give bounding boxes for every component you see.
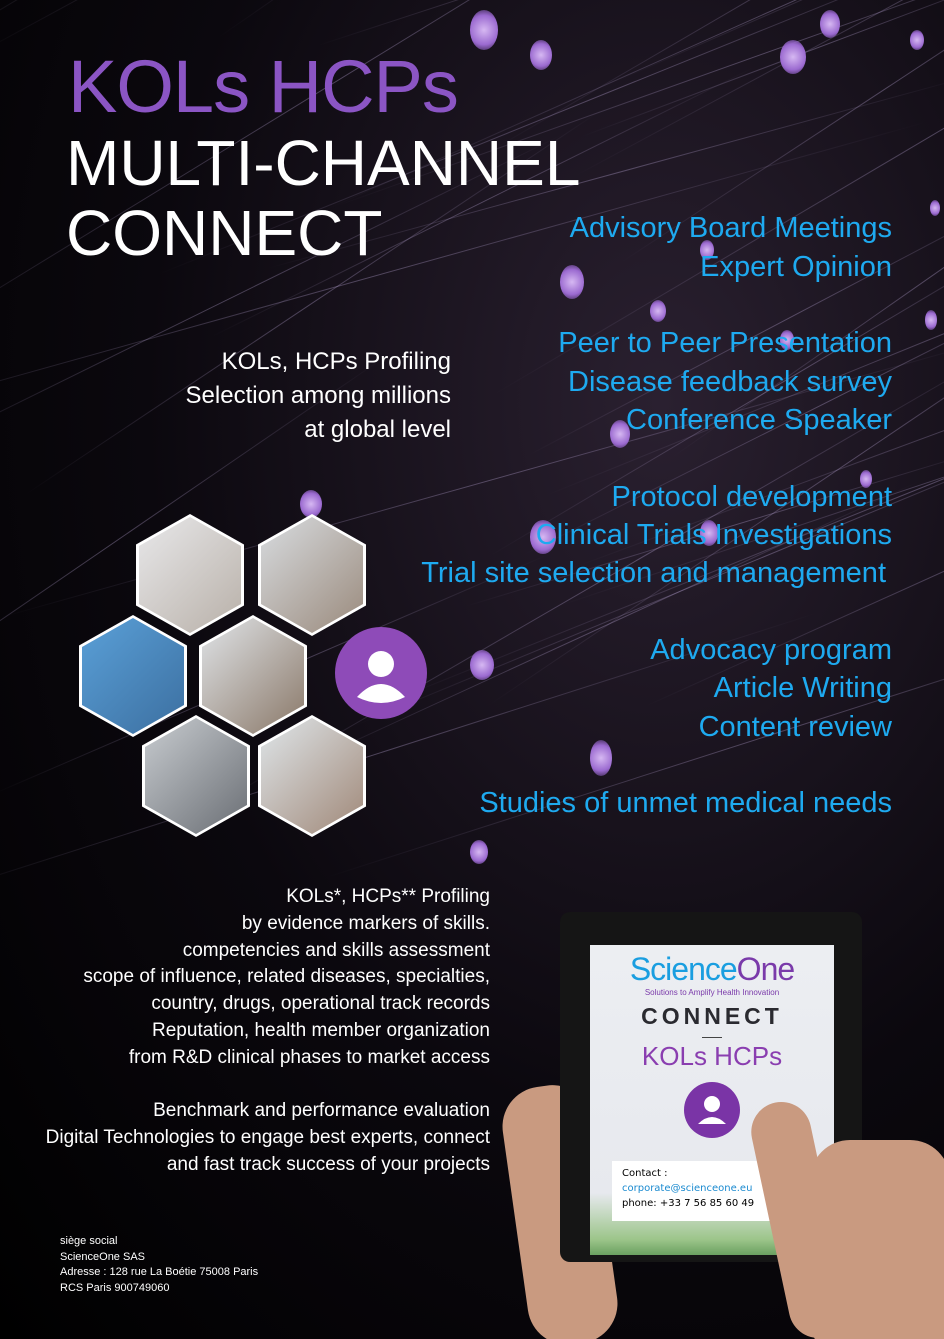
contact-label: Contact : [622, 1166, 766, 1181]
photo-doctor-mask [136, 514, 244, 636]
light-dot [470, 10, 498, 50]
footer-line: RCS Paris 900749060 [60, 1281, 258, 1297]
service-item: Protocol development [612, 480, 893, 514]
headline-multichannel: MULTI-CHANNEL CONNECT [66, 128, 580, 268]
detail-line: KOLs*, HCPs** Profiling [46, 884, 490, 911]
photo-doctor-smiling [258, 514, 366, 636]
light-dot [590, 740, 612, 776]
detail-line: Digital Technologies to engage best expe… [46, 1125, 490, 1152]
photo-laptop [142, 715, 250, 837]
contact-email[interactable]: corporate@scienceone.eu [622, 1181, 766, 1196]
right-hand [810, 1140, 944, 1339]
footer-line: ScienceOne SAS [60, 1250, 258, 1266]
service-item: Studies of unmet medical needs [479, 786, 892, 820]
profiling-line: Selection among millions [186, 379, 451, 413]
light-dot [820, 10, 840, 38]
brand-tagline: Solutions to Amplify Health Innovation [590, 988, 834, 997]
light-streak [574, 0, 944, 177]
headline-line: MULTI-CHANNEL [66, 128, 580, 198]
profiling-line: KOLs, HCPs Profiling [186, 345, 451, 379]
detail-line: competencies and skills assessment [46, 938, 490, 965]
brand-one: One [737, 951, 794, 987]
detail-line: from R&D clinical phases to market acces… [46, 1045, 490, 1072]
profiling-details: KOLs*, HCPs** Profilingby evidence marke… [46, 884, 490, 1179]
light-streak [258, 0, 944, 5]
service-item: Advocacy program [650, 633, 892, 667]
contact-phone: phone: +33 7 56 85 60 49 [622, 1196, 766, 1211]
detail-line: country, drugs, operational track record… [46, 991, 490, 1018]
light-dot [470, 650, 494, 680]
headline-kols-hcps: KOLs HCPs [68, 44, 458, 129]
light-streak [582, 0, 944, 137]
light-dot [530, 40, 552, 70]
footer-line: siège social [60, 1234, 258, 1250]
user-avatar-icon [335, 627, 427, 719]
photo-surgeon [79, 615, 187, 737]
service-item: Conference Speaker [626, 403, 892, 437]
service-item: Content review [699, 710, 892, 744]
tablet-subtitle: KOLs HCPs [590, 1041, 834, 1072]
photo-meeting-room [199, 615, 307, 737]
detail-line: scope of influence, related diseases, sp… [46, 964, 490, 991]
contact-box: Contact : corporate@scienceone.eu phone:… [612, 1161, 776, 1221]
profiling-text: KOLs, HCPs Profiling Selection among mil… [186, 345, 451, 447]
light-streak [545, 130, 944, 495]
brand-science: Science [630, 951, 737, 987]
detail-line: and fast track success of your projects [46, 1152, 490, 1179]
service-item: Article Writing [714, 671, 892, 705]
light-dot [650, 300, 666, 322]
light-dot [925, 310, 937, 330]
light-dot [910, 30, 924, 50]
service-item: Advisory Board Meetings [570, 211, 892, 245]
detail-line: by evidence markers of skills. [46, 911, 490, 938]
profiling-line: at global level [186, 413, 451, 447]
headline-line: CONNECT [66, 198, 580, 268]
brand-logo: ScienceOne [590, 951, 834, 988]
tablet-user-icon[interactable] [684, 1082, 740, 1138]
photo-researchers [258, 715, 366, 837]
light-dot [470, 840, 488, 864]
footer-company-info: siège socialScienceOne SASAdresse : 128 … [60, 1234, 258, 1296]
footer-line: Adresse : 128 rue La Boétie 75008 Paris [60, 1265, 258, 1281]
detail-line: Benchmark and performance evaluation [46, 1098, 490, 1125]
detail-line [46, 1072, 490, 1099]
tablet-connect-title: CONNECT [590, 1003, 834, 1030]
light-dot [300, 490, 322, 518]
service-item: Clinical Trials Investigations [536, 518, 892, 552]
light-dot [930, 200, 940, 216]
divider [702, 1037, 722, 1038]
service-item: Peer to Peer Presentation [558, 326, 892, 360]
service-item: Trial site selection and management [421, 556, 886, 590]
light-dot [560, 265, 584, 299]
service-item: Expert Opinion [700, 250, 892, 284]
detail-line: Reputation, health member organization [46, 1018, 490, 1045]
service-item: Disease feedback survey [568, 365, 892, 399]
light-dot [780, 40, 806, 74]
